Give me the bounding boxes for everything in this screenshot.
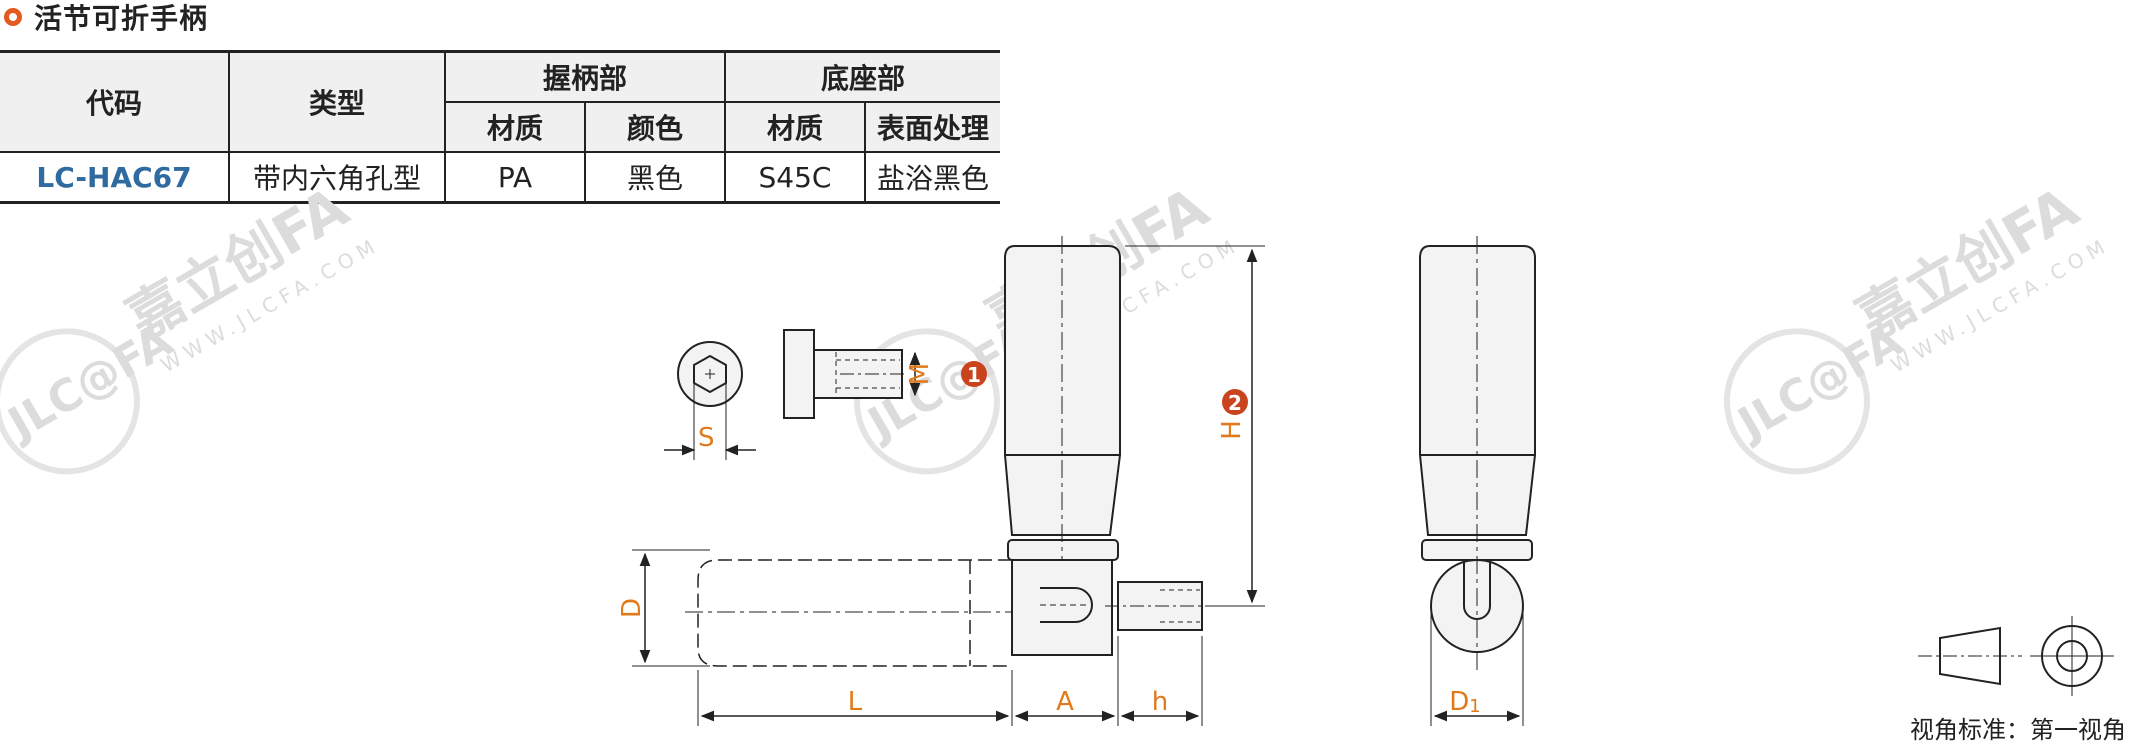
dim-label-s: S: [698, 423, 715, 453]
cell-base-material: S45C: [725, 152, 866, 204]
table-row: LC-HAC67 带内六角孔型 PA 黑色 S45C 盐浴黑色: [0, 152, 1000, 204]
dim-label-d: D: [617, 598, 647, 618]
dim-d: [632, 549, 710, 667]
screw-side-view: [783, 329, 921, 419]
section-title: 活节可折手柄: [34, 2, 209, 35]
header-base-finish: 表面处理: [865, 102, 1000, 153]
header-base: 底座部: [725, 50, 1000, 103]
cell-grip-color: 黑色: [585, 152, 726, 204]
watermark-left: JLC@FA 嘉立创FA WWW.JLCFA.COM: [0, 175, 384, 475]
cell-grip-material: PA: [445, 152, 586, 204]
header-base-material: 材质: [725, 102, 866, 153]
circle-bullet-icon: [4, 8, 22, 26]
svg-text:2: 2: [1228, 391, 1242, 415]
header-code: 代码: [0, 50, 230, 153]
handle-front-view: [685, 236, 1212, 667]
spec-table: 代码 类型 握柄部 底座部 材质 颜色 材质 表面处理 LC-HAC67 带内六…: [0, 50, 1000, 204]
dim-label-m: M: [905, 363, 935, 385]
callout-2-icon: 2: [1222, 389, 1248, 415]
section-header: 活节可折手柄: [0, 0, 209, 35]
dim-label-d1: D1: [1449, 687, 1480, 717]
dim-label-a: A: [1056, 687, 1074, 717]
svg-text:1: 1: [967, 363, 981, 387]
watermark-right: JLC@FA 嘉立创FA WWW.JLCFA.COM: [1723, 175, 2114, 475]
header-grip-color: 颜色: [585, 102, 726, 153]
dim-label-h-small: h: [1152, 687, 1168, 717]
dim-label-l: L: [848, 687, 863, 717]
view-standard-note: 视角标准：第一视角: [1910, 716, 2126, 744]
dim-l-a-h: [697, 636, 1203, 726]
dim-h-total: [1125, 245, 1265, 607]
hex-socket-view: [664, 341, 756, 460]
header-grip: 握柄部: [445, 50, 726, 103]
projection-symbol-icon: [1918, 616, 2114, 696]
cell-code: LC-HAC67: [0, 152, 230, 204]
callout-1-icon: 1: [961, 361, 987, 387]
cell-type: 带内六角孔型: [229, 152, 446, 204]
header-grip-material: 材质: [445, 102, 586, 153]
cell-base-finish: 盐浴黑色: [865, 152, 1000, 204]
header-type: 类型: [229, 50, 446, 153]
dim-label-h: H: [1217, 420, 1247, 440]
handle-side-view: [1419, 236, 1536, 726]
